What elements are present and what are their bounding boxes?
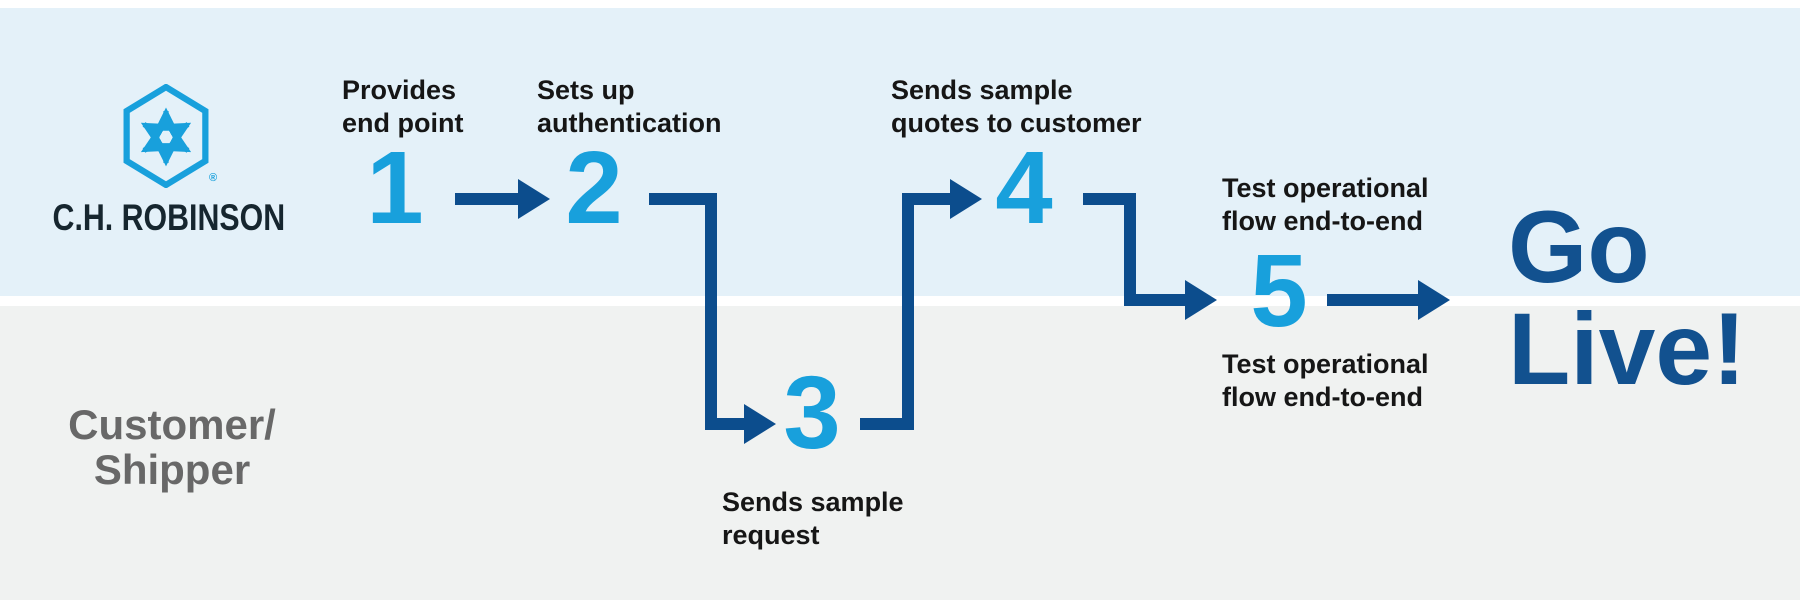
arrow-step1-to-step2 — [455, 179, 550, 219]
step-4-number: 4 — [995, 130, 1053, 245]
arrow-step3-to-step4 — [860, 179, 982, 430]
step-4-label-line2: quotes to customer — [891, 108, 1142, 138]
step-1-label-line1: Provides — [342, 75, 457, 105]
step-2-label-line1: Sets up — [537, 75, 635, 105]
step-5-label-below-line2: flow end-to-end — [1222, 382, 1423, 412]
step-3-label: Sends sample request — [722, 486, 904, 552]
step-2-label-line2: authentication — [537, 108, 722, 138]
step-4-label-line1: Sends sample — [891, 75, 1073, 105]
step-4-label: Sends sample quotes to customer — [891, 74, 1142, 140]
customer-shipper-lane-label: Customer/ Shipper — [40, 402, 304, 492]
step-5-number: 5 — [1250, 233, 1308, 348]
step-3-label-line1: Sends sample — [722, 487, 904, 517]
customer-lane-label-line1: Customer/ — [68, 401, 276, 448]
go-live-line2: Live! — [1508, 292, 1747, 406]
step-2-label: Sets up authentication — [537, 74, 722, 140]
step-1-number: 1 — [366, 130, 424, 245]
arrow-step5-to-golive — [1327, 280, 1450, 320]
step-3-label-line2: request — [722, 520, 820, 550]
chrobinson-lane-background — [0, 8, 1800, 296]
step-5-label-below-line1: Test operational — [1222, 349, 1429, 379]
chr-hexagon-logo-icon — [123, 84, 209, 188]
go-live-outcome-text: Go Live! — [1508, 196, 1746, 400]
step-5-label-above: Test operational flow end-to-end — [1222, 172, 1429, 238]
customer-lane-label-line2: Shipper — [93, 446, 251, 493]
step-5-label-below: Test operational flow end-to-end — [1222, 348, 1429, 414]
customer-lane-background — [0, 306, 1800, 600]
chr-logo-wordmark: C.H. ROBINSON — [27, 197, 307, 239]
step-3-number: 3 — [783, 355, 841, 470]
step-1-label: Provides end point — [342, 74, 463, 140]
arrow-step4-to-step5 — [1083, 193, 1217, 320]
arrow-step2-to-step3 — [649, 193, 776, 444]
registered-trademark-symbol: ® — [209, 172, 218, 184]
step-5-label-above-line1: Test operational — [1222, 173, 1429, 203]
step-2-number: 2 — [565, 130, 623, 245]
chr-brand-text: C.H. ROBINSON — [52, 197, 286, 238]
step-1-label-line2: end point — [342, 108, 464, 138]
go-live-line1: Go — [1508, 190, 1650, 304]
step-5-label-above-line2: flow end-to-end — [1222, 206, 1423, 236]
